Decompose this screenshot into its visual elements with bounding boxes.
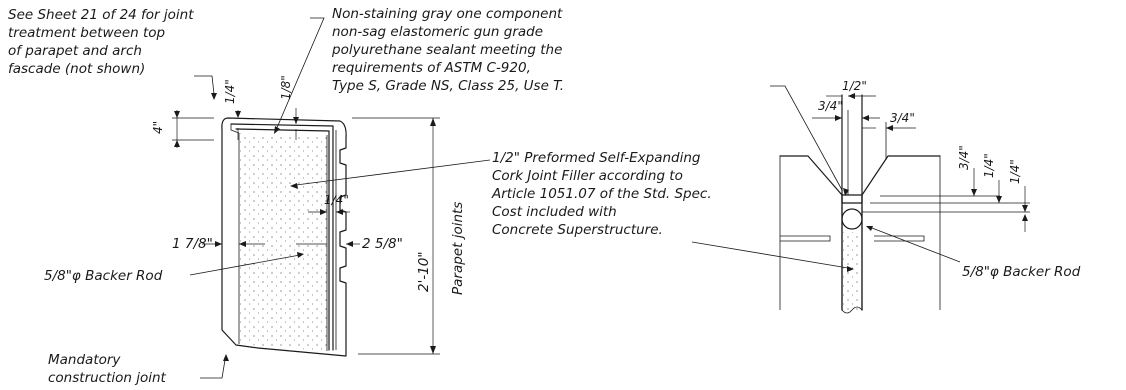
sheet-note-leader [194, 75, 215, 95]
dim-height: 2'-10" [416, 251, 432, 292]
right-slab [861, 155, 941, 311]
dim-half: 1/2" [842, 79, 867, 93]
parapet-section [172, 17, 491, 379]
parapet-outline [221, 117, 347, 357]
dim-quarter-a: 1/4" [982, 153, 996, 178]
dim-3-4-vert: 3/4" [957, 145, 971, 170]
sealant-note-line-3: polyurethane sealant meeting the [331, 42, 562, 58]
dim-quarter-mid: 1/4" [324, 193, 349, 207]
dim-quarter-b: 1/4" [1008, 159, 1022, 184]
sealant-note-line-5: Type S, Grade NS, Class 25, Use T. [332, 78, 564, 94]
sealant-wedge [841, 194, 863, 204]
backer-rod-leader [189, 254, 301, 276]
dim-one-eighth-top: 1/8" [279, 75, 293, 100]
cork-note-line-1: 1/2" Preformed Self-Expanding [492, 150, 701, 166]
sheet-note-line-4: fascade (not shown) [8, 61, 145, 77]
cork-note-line-3: Article 1051.07 of the Std. Spec. [491, 186, 712, 202]
sheet-note-line-1: See Sheet 21 of 24 for joint [8, 7, 194, 23]
cork-note-line-4: Cost included with [492, 204, 617, 220]
sealant-note-line-1: Non-staining gray one component [332, 6, 563, 22]
backer-rod-label-right: 5/8"φ Backer Rod [962, 264, 1081, 280]
dim-1-7-8: 1 7/8" [172, 236, 213, 252]
dim-3-4-top: 3/4" [818, 99, 843, 113]
dim-quarter-top: 1/4" [223, 79, 237, 104]
sealant-strip [230, 123, 334, 351]
construction-joint-line-2: construction joint [48, 370, 167, 386]
sealant-note-line-4: requirements of ASTM C-920, [332, 60, 531, 76]
cork-filler [239, 133, 327, 351]
construction-joint-leader [200, 359, 226, 379]
joint-detail [779, 93, 1030, 314]
sheet-note-line-3: of parapet and arch [8, 43, 142, 59]
backer-rod-label-left: 5/8"φ Backer Rod [44, 268, 163, 284]
cork-leader-right [691, 241, 849, 269]
sealant-leader [275, 17, 325, 131]
cork-filler-right [843, 232, 861, 310]
cork-note-line-2: Cork Joint Filler according to [492, 168, 683, 184]
dim-3-4-right: 3/4" [890, 111, 915, 125]
dim-2-5-8: 2 5/8" [362, 236, 403, 252]
backer-rod [841, 208, 863, 230]
sheet-note-line-2: treatment between top [8, 25, 165, 41]
sealant-note-line-2: non-sag elastomeric gun grade [332, 24, 543, 40]
cork-note-line-5: Concrete Superstructure. [492, 222, 663, 238]
sealant-leader-right [770, 85, 843, 191]
construction-joint-line-1: Mandatory [48, 352, 121, 368]
left-slab [779, 155, 843, 311]
cork-leader-left [295, 159, 491, 186]
dim-4in: 4" [151, 121, 165, 134]
dim-height-label: Parapet joints [450, 202, 466, 295]
